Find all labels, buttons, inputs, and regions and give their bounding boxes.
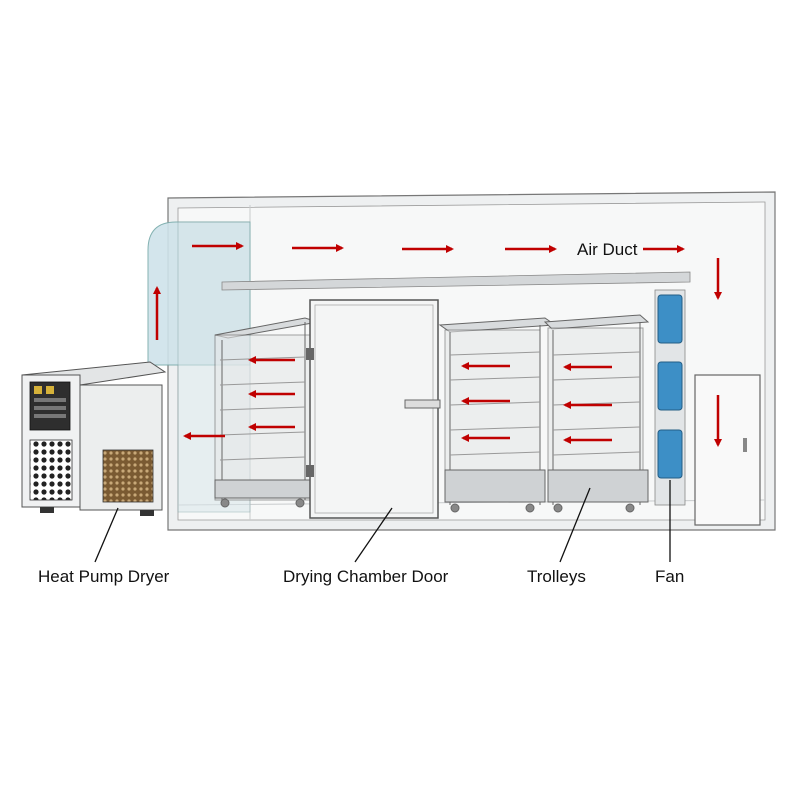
fan-column bbox=[654, 289, 686, 506]
side-access-door bbox=[694, 374, 761, 526]
ceiling-baffle bbox=[221, 271, 691, 291]
label-air-duct: Air Duct bbox=[577, 240, 638, 259]
dryer-filter-panel bbox=[102, 449, 154, 503]
leader-lines bbox=[94, 480, 671, 563]
label-heat-pump-dryer: Heat Pump Dryer bbox=[38, 567, 170, 586]
label-fan: Fan bbox=[655, 567, 685, 586]
fan-unit-top bbox=[657, 294, 683, 344]
dryer-vent-grille bbox=[29, 439, 73, 501]
airflow-arrows bbox=[153, 242, 722, 447]
fan-unit-middle bbox=[657, 361, 683, 411]
trolley-right bbox=[543, 314, 650, 513]
trolley-left bbox=[214, 317, 319, 508]
heat-pump-dryer-unit bbox=[21, 361, 167, 516]
label-trolleys: Trolleys bbox=[527, 567, 586, 586]
drying-chamber-door bbox=[306, 299, 441, 519]
fan-unit-bottom bbox=[657, 429, 683, 479]
label-drying-chamber-door: Drying Chamber Door bbox=[283, 567, 449, 586]
trolley-middle bbox=[438, 317, 557, 513]
